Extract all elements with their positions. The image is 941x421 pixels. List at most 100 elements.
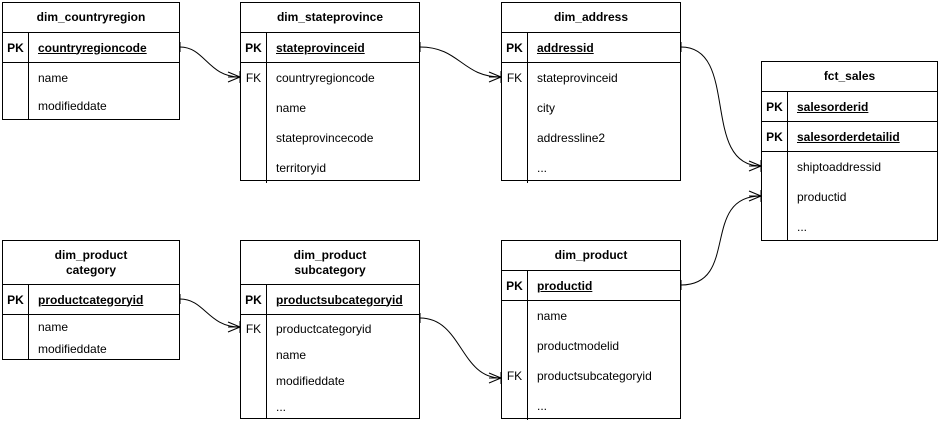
attribute-name: name bbox=[276, 101, 307, 115]
attribute-row[interactable]: shiptoaddressid bbox=[762, 152, 937, 182]
primary-key-label: PK bbox=[241, 285, 267, 314]
attribute-row[interactable]: name bbox=[3, 315, 179, 338]
attribute-row[interactable]: name bbox=[241, 93, 419, 123]
foreign-key-label: FK bbox=[241, 63, 267, 93]
cardinality-many-marker bbox=[748, 190, 762, 202]
attribute-name: productid bbox=[797, 190, 847, 204]
attribute-name: ... bbox=[537, 398, 548, 413]
attribute-name: name bbox=[38, 319, 69, 334]
cardinality-many-marker bbox=[748, 160, 762, 172]
attribute-row[interactable]: productmodelid bbox=[502, 331, 680, 361]
attribute-row[interactable]: addressline2 bbox=[502, 123, 680, 153]
relationship-subcategory-to-product[interactable] bbox=[419, 313, 502, 384]
attribute-row[interactable]: ... bbox=[241, 394, 419, 419]
entity-title: dim_countryregion bbox=[3, 3, 179, 33]
attribute-row[interactable]: city bbox=[502, 93, 680, 123]
attribute-name: name bbox=[38, 70, 69, 85]
attribute-row[interactable]: FK countryregioncode bbox=[241, 63, 419, 93]
attribute-name: ... bbox=[276, 399, 287, 414]
attribute-name: productmodelid bbox=[537, 339, 620, 353]
attribute-name: ... bbox=[537, 161, 548, 175]
attribute-name: shiptoaddressid bbox=[797, 160, 882, 174]
primary-key-label: PK bbox=[762, 92, 788, 121]
attribute-row[interactable]: modifieddate bbox=[241, 368, 419, 394]
cardinality-many-marker bbox=[488, 71, 502, 83]
primary-key-label: PK bbox=[3, 33, 29, 62]
attribute-row[interactable]: modifieddate bbox=[3, 338, 179, 360]
entity-title-line: dim_product bbox=[554, 248, 628, 262]
foreign-key-label: FK bbox=[502, 361, 528, 391]
attribute-name: stateprovincecode bbox=[276, 131, 374, 145]
attribute-name: salesorderid bbox=[797, 99, 869, 114]
primary-key-label: PK bbox=[502, 33, 528, 62]
attribute-name: ... bbox=[797, 219, 808, 234]
attribute-name: stateprovinceid bbox=[537, 71, 618, 85]
entity-title-line: dim_countryregion bbox=[36, 10, 146, 24]
attribute-name: modifieddate bbox=[276, 374, 345, 388]
attribute-row[interactable]: modifieddate bbox=[3, 92, 179, 120]
key-column-cell bbox=[502, 331, 528, 361]
attribute-row[interactable]: productid bbox=[762, 182, 937, 212]
attribute-row[interactable]: PK countryregioncode bbox=[3, 33, 179, 63]
key-column-cell bbox=[762, 182, 788, 212]
attribute-row[interactable]: name bbox=[3, 63, 179, 92]
entity-title-line: dim_address bbox=[553, 10, 629, 24]
attribute-name: territoryid bbox=[276, 161, 327, 175]
relationship-stateprovince-to-address[interactable] bbox=[419, 42, 502, 83]
relationship-line bbox=[680, 46, 762, 167]
cardinality-many-marker bbox=[227, 321, 241, 333]
entity-title-line: dim_product bbox=[293, 247, 367, 262]
relationship-countryregion-to-stateprovince[interactable] bbox=[179, 42, 241, 83]
key-column-cell bbox=[241, 368, 267, 394]
primary-key-label: PK bbox=[502, 271, 528, 300]
attribute-row[interactable]: ... bbox=[502, 391, 680, 420]
key-column-cell bbox=[241, 394, 267, 419]
relationship-line bbox=[419, 317, 502, 379]
entity-title-line: fct_sales bbox=[823, 69, 876, 83]
entity-title: fct_sales bbox=[762, 62, 937, 92]
attribute-row[interactable]: ... bbox=[762, 212, 937, 241]
attribute-row[interactable]: name bbox=[502, 301, 680, 331]
key-column-cell bbox=[3, 338, 29, 360]
attribute-name: modifieddate bbox=[38, 342, 107, 356]
attribute-row[interactable]: ... bbox=[502, 153, 680, 183]
attribute-row[interactable]: stateprovincecode bbox=[241, 123, 419, 153]
relationship-line bbox=[179, 46, 241, 78]
attribute-name: countryregioncode bbox=[38, 40, 147, 55]
attribute-name: name bbox=[537, 309, 568, 323]
key-column-cell bbox=[241, 153, 267, 183]
attribute-name: productcategoryid bbox=[38, 292, 144, 307]
attribute-name: countryregioncode bbox=[276, 71, 375, 85]
attribute-row[interactable]: PK salesorderid bbox=[762, 92, 937, 122]
key-column-cell bbox=[762, 152, 788, 182]
attribute-row[interactable]: territoryid bbox=[241, 153, 419, 183]
relationship-line bbox=[179, 298, 241, 328]
relationship-productcategory-to-subcategory[interactable] bbox=[179, 294, 241, 333]
attribute-row[interactable]: name bbox=[241, 342, 419, 368]
relationship-line bbox=[419, 46, 502, 78]
relationship-product-to-fctsales[interactable] bbox=[680, 190, 762, 290]
relationship-address-to-fctsales[interactable] bbox=[680, 42, 762, 172]
attribute-name: city bbox=[537, 101, 555, 115]
